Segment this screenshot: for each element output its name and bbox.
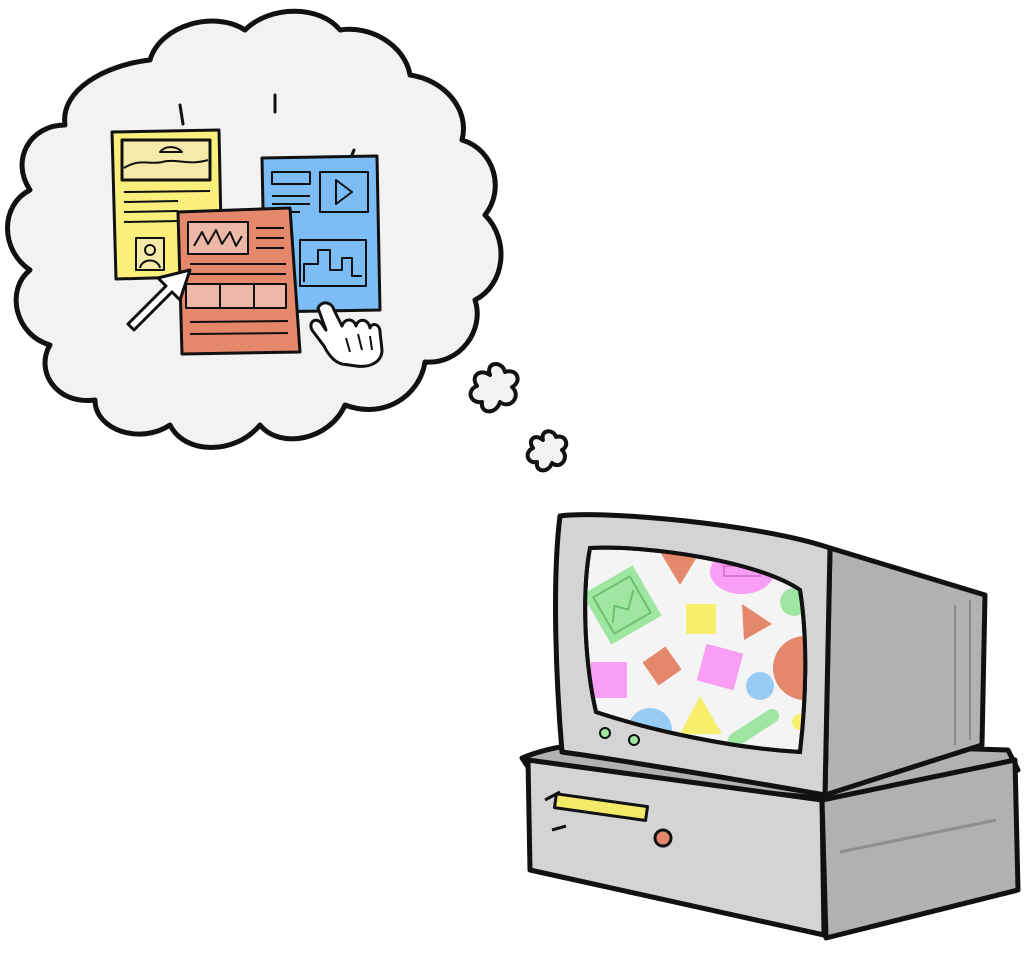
screen-graphics	[583, 545, 808, 755]
power-button	[653, 828, 673, 848]
document-icon	[176, 206, 302, 356]
play-icon	[335, 179, 353, 205]
hand-cursor-icon	[309, 301, 384, 368]
disk-slot	[552, 792, 650, 822]
monitor-icon	[553, 512, 988, 798]
arrow-cursor-icon	[126, 268, 192, 332]
